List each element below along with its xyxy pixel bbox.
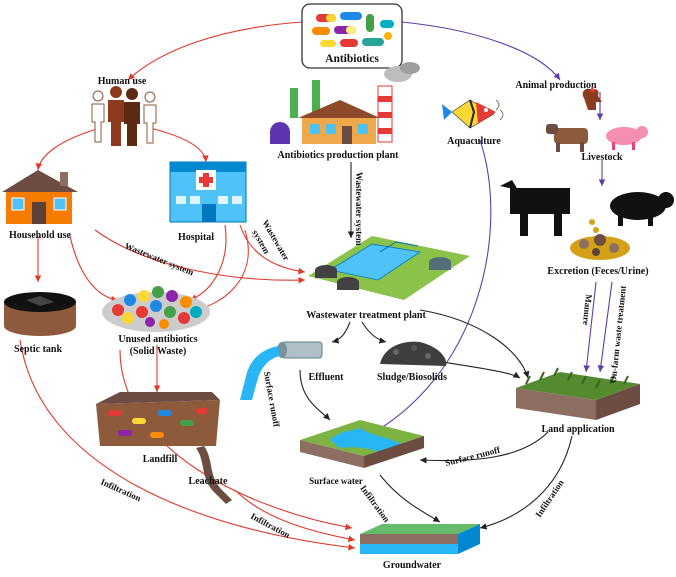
land-application-node: Land application xyxy=(516,367,640,435)
treatment-plant-icon xyxy=(308,236,470,300)
edge-label-surface-runoff-land: Surface runoff xyxy=(444,444,502,468)
septic-tank-node: Septic tank xyxy=(4,292,76,355)
excretion-label: Excretion (Feces/Urine) xyxy=(547,266,648,277)
livestock-node: Livestock xyxy=(546,86,648,163)
landfill-label: Landfill xyxy=(143,454,178,465)
arrow-surface-to-groundwater xyxy=(379,474,441,523)
sludge-label: Sludge/Biosolids xyxy=(377,372,447,383)
production-plant-label: Antibiotics production plant xyxy=(278,150,400,161)
effluent-label: Effluent xyxy=(309,372,345,383)
antibiotics-node: Antibiotics xyxy=(301,3,403,69)
arrow-septic-to-groundwater xyxy=(19,339,356,551)
edge-label-wastewater-system-plant: Wastewater system xyxy=(354,172,364,246)
livestock-icon xyxy=(546,86,648,152)
household-label: Household use xyxy=(9,230,72,241)
arrow-excretion-to-land-onfarm xyxy=(597,281,613,373)
surface-water-node: Surface water xyxy=(300,420,424,486)
edge-label-surface-runoff-effluent: Surface runoff xyxy=(262,371,282,429)
unused-antibiotics-label-2: (Solid Waste) xyxy=(130,346,187,357)
surface-water-label: Surface water xyxy=(309,476,363,486)
arrow-human-to-hospital xyxy=(149,127,209,163)
edge-label-infiltration-surface: Infiltration xyxy=(358,483,391,524)
wwtp-node: Wastewater treatment plant xyxy=(306,236,470,321)
edge-label-manure: Manure xyxy=(581,294,594,326)
human-use-label: Human use xyxy=(98,76,147,87)
arrow-land-to-groundwater xyxy=(479,435,573,530)
land-application-label: Land application xyxy=(541,424,615,435)
hospital-label: Hospital xyxy=(178,232,214,243)
pipe-icon xyxy=(240,341,323,400)
arrow-hospital-to-wwtp xyxy=(239,224,306,275)
arrow-aquaculture-to-surface xyxy=(359,139,492,441)
house-icon xyxy=(2,170,78,224)
arrow-effluent-to-surface xyxy=(299,369,331,421)
arrow-human-to-household xyxy=(35,127,101,171)
fish-icon xyxy=(442,99,504,129)
livestock-label: Livestock xyxy=(581,152,623,163)
excretion-node: Excretion (Feces/Urine) xyxy=(500,180,674,277)
arrow-wwtp-to-effluent xyxy=(331,321,351,344)
groundwater-label: Groundwater xyxy=(383,560,442,571)
septic-tank-icon xyxy=(4,292,76,336)
arrow-wwtp-to-land xyxy=(419,309,530,379)
animals-icon xyxy=(500,180,674,260)
factory-icon xyxy=(270,62,420,144)
arrow-land-to-surface-runoff xyxy=(419,431,549,464)
production-plant-node: Antibiotics production plant xyxy=(270,62,420,161)
arrow-wwtp-to-sludge xyxy=(361,321,387,344)
arrow-leachate-to-groundwater xyxy=(234,489,356,543)
arrow-unused-to-groundwater xyxy=(119,349,353,531)
people-icon xyxy=(91,86,157,146)
edge-label-on-farm-treatment: On-farm waste treatment xyxy=(608,285,628,383)
field-icon xyxy=(516,367,640,420)
arrow-household-to-unused xyxy=(69,235,119,303)
pills-icon xyxy=(312,12,394,47)
hospital-node: Hospital xyxy=(169,161,247,243)
sludge-pile-icon xyxy=(380,341,447,366)
edge-label-infiltration-leachate: Infiltration xyxy=(249,511,292,540)
unused-antibiotics-label-1: Unused antibiotics xyxy=(118,334,197,345)
edge-label-infiltration-septic: Infiltration xyxy=(99,477,142,504)
arrow-hospital-to-unused xyxy=(189,224,227,301)
arrow-antibiotics-to-human-use xyxy=(127,21,303,81)
groundwater-icon xyxy=(360,524,480,554)
landfill-node: Landfill Leachate xyxy=(96,392,232,504)
septic-tank-label: Septic tank xyxy=(14,344,63,355)
effluent-node: Effluent xyxy=(240,341,345,400)
household-node: Household use xyxy=(2,170,78,241)
animal-production-node: Animal production xyxy=(515,80,597,91)
flow-arrows xyxy=(19,21,613,551)
landfill-icon xyxy=(96,392,232,504)
sludge-node: Sludge/Biosolids xyxy=(377,341,447,383)
aquaculture-node: Aquaculture xyxy=(442,99,504,147)
arrow-excretion-to-land-manure xyxy=(583,281,597,373)
unused-antibiotics-node: Unused antibiotics (Solid Waste) xyxy=(102,286,210,357)
aquaculture-label: Aquaculture xyxy=(447,136,501,147)
arrow-antibiotics-to-animal-production xyxy=(401,21,561,81)
wwtp-label: Wastewater treatment plant xyxy=(306,310,426,321)
antibiotics-label: Antibiotics xyxy=(325,53,379,65)
groundwater-node: Groundwater xyxy=(360,524,480,571)
hospital-icon xyxy=(169,161,247,223)
pile-of-pills-icon xyxy=(102,286,210,332)
human-use-node: Human use xyxy=(91,76,157,146)
water-terrain-icon xyxy=(300,420,424,468)
animal-production-label: Animal production xyxy=(515,80,597,91)
leachate-label: Leachate xyxy=(189,476,228,487)
arrow-household-to-wwtp xyxy=(94,229,306,284)
edge-label-wastewater-system-household: Wastewater system xyxy=(123,241,195,278)
